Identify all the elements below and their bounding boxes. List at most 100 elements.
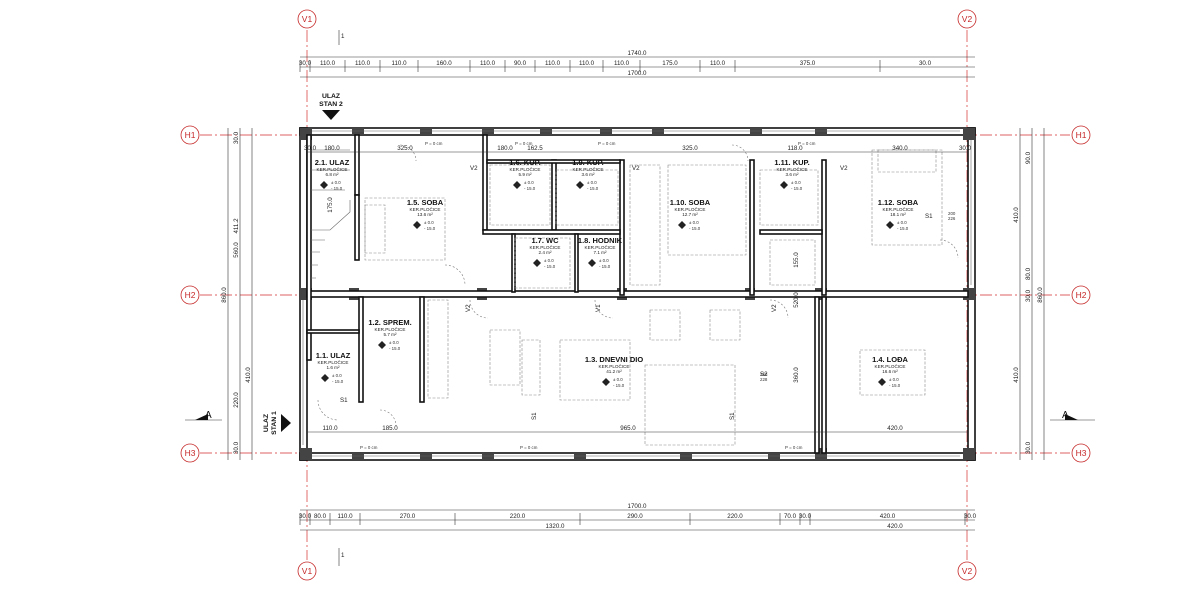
dim-top-segment: 30.0 (299, 60, 312, 67)
idim-175: 175.0 (327, 197, 334, 213)
idim-180: 180.0 (324, 145, 340, 152)
dim-right-5: 30.0 (1025, 289, 1032, 302)
room-name: 1.11. KUP. (774, 158, 809, 167)
room-floor: KER.PLOČICE (883, 206, 914, 212)
dim-top-overall: 1740.0 (628, 50, 647, 57)
inner-walls (306, 134, 969, 454)
room-name: 1.4. LOĐA (872, 355, 908, 364)
level-marker-icon (878, 378, 886, 386)
idim-965: 965.0 (620, 425, 636, 432)
level-marker-icon (780, 181, 788, 189)
room-level-b: - 15.0 (791, 186, 803, 191)
marker-s1-a: S1 (340, 397, 348, 404)
room-level-a: ± 0.0 (424, 220, 434, 225)
level-marker-icon (886, 221, 894, 229)
room-name: 1.3. DNEVNI DIO (585, 355, 644, 364)
entrance-stan1-line1: ULAZ (263, 414, 270, 432)
dim-bottom-segment: 290.0 (627, 513, 643, 520)
marker-v2-b: V2 (632, 165, 640, 172)
dimensions-right: 90.0 410.0 860.0 80.0 30.0 410.0 30.0 (1013, 128, 1045, 460)
level-marker-icon (413, 221, 421, 229)
marker-v2-d: V2 (465, 304, 472, 312)
level-marker-icon (378, 341, 386, 349)
floor-mark-7: P = 0 cm (785, 445, 803, 450)
axis-label-v2-top: V2 (962, 14, 973, 24)
idim-200: 200 (948, 211, 956, 216)
dim-bottom-segment: 30.0 (964, 513, 977, 520)
room-level-b: - 15.0 (897, 226, 909, 231)
level-marker-icon (321, 374, 329, 382)
dim-left-3: 860.0 (221, 287, 228, 303)
section-label-left: A (205, 410, 212, 421)
room-level-a: ± 0.0 (332, 373, 342, 378)
entrance-stan1: ULAZ STAN 1 (263, 411, 291, 435)
dim-top-segment: 90.0 (514, 60, 527, 67)
room-floor: KER.PLOČICE (585, 244, 616, 250)
room-level-b: - 15.0 (331, 186, 343, 191)
idim-420: 420.0 (887, 425, 903, 432)
axis-bubble-h2-right: H2 (1071, 285, 1091, 305)
room-floor: KER.PLOČICE (317, 166, 348, 172)
staircase (311, 149, 351, 279)
room-floor: KER.PLOČICE (599, 363, 630, 369)
room-area: 41.2 m² (606, 369, 622, 374)
marker-v2-a: V2 (470, 165, 478, 172)
room-area: 5.9 m² (518, 172, 531, 177)
dim-top-segment: 110.0 (320, 60, 336, 67)
section-mark-top: 1 (338, 30, 345, 45)
room-area: 6.8 m² (325, 172, 338, 177)
dim-left-1: 411.2 (233, 218, 240, 234)
marker-s1-c: S1 (531, 412, 538, 420)
room-area: 5.7 m² (383, 332, 396, 337)
interior-dims: 110.0 185.0 965.0 420.0 340.0 162.5 180.… (304, 145, 972, 433)
dim-top-segment: 160.0 (436, 60, 452, 67)
marker-v1-a: V1 (595, 304, 602, 312)
room-name: 1.5. SOBA (407, 198, 444, 207)
room-level-b: - 15.0 (332, 379, 344, 384)
window-markers (302, 130, 972, 457)
dim-left-2: 560.0 (233, 242, 240, 258)
room-level-b: - 15.0 (689, 226, 701, 231)
level-marker-icon (513, 181, 521, 189)
floor-mark-4: P = 0 cm (798, 141, 816, 146)
section-label-right: A (1062, 410, 1069, 421)
dim-left-7: 30.0 (233, 131, 240, 144)
room-name: 1.2. SPREM. (368, 318, 411, 327)
room-name: 1.7. WC (531, 236, 559, 245)
room-area: 12.7 m² (682, 212, 698, 217)
room-name: 1.8. HODNIK (578, 236, 623, 245)
idim-360: 360.0 (793, 367, 800, 383)
dim-bottom-segment: 220.0 (510, 513, 526, 520)
room-floor: KER.PLOČICE (675, 206, 706, 212)
marker-s2: S2 (760, 371, 768, 378)
idim-520: 520.0 (793, 292, 800, 308)
dim-top-segment: 110.0 (480, 60, 496, 67)
axis-label-h3-right: H3 (1076, 448, 1087, 458)
level-marker-icon (588, 259, 596, 267)
furniture (364, 149, 943, 446)
opening-markers: S1 S1 S2 V2 V2 V2 V2 V1 V2 S1 S1 (340, 165, 933, 420)
idim-30a: 30.0 (304, 145, 317, 152)
room-level-a: ± 0.0 (331, 180, 341, 185)
dim-left-5: 220.0 (233, 392, 240, 408)
idim-185: 185.0 (382, 425, 398, 432)
dimensions-left: 411.2 560.0 860.0 410.0 220.0 30.0 30.0 (221, 128, 253, 460)
room-area: 3.6 m² (581, 172, 594, 177)
dim-right-4: 80.0 (1025, 267, 1032, 280)
room-area: 3.6 m² (785, 172, 798, 177)
room-floor: KER.PLOČICE (510, 166, 541, 172)
idim-340: 340.0 (892, 145, 908, 152)
level-marker-icon (576, 181, 584, 189)
room-floor: KER.PLOČICE (410, 206, 441, 212)
room-level-a: ± 0.0 (524, 180, 534, 185)
room-level-b: - 15.0 (889, 383, 901, 388)
level-marker-icon (320, 181, 328, 189)
room-level-b: - 15.0 (389, 346, 401, 351)
floor-mark-6: P = 0 cm (520, 445, 538, 450)
dim-top-segment: 110.0 (391, 60, 407, 67)
dim-left-6: 30.0 (233, 441, 240, 454)
